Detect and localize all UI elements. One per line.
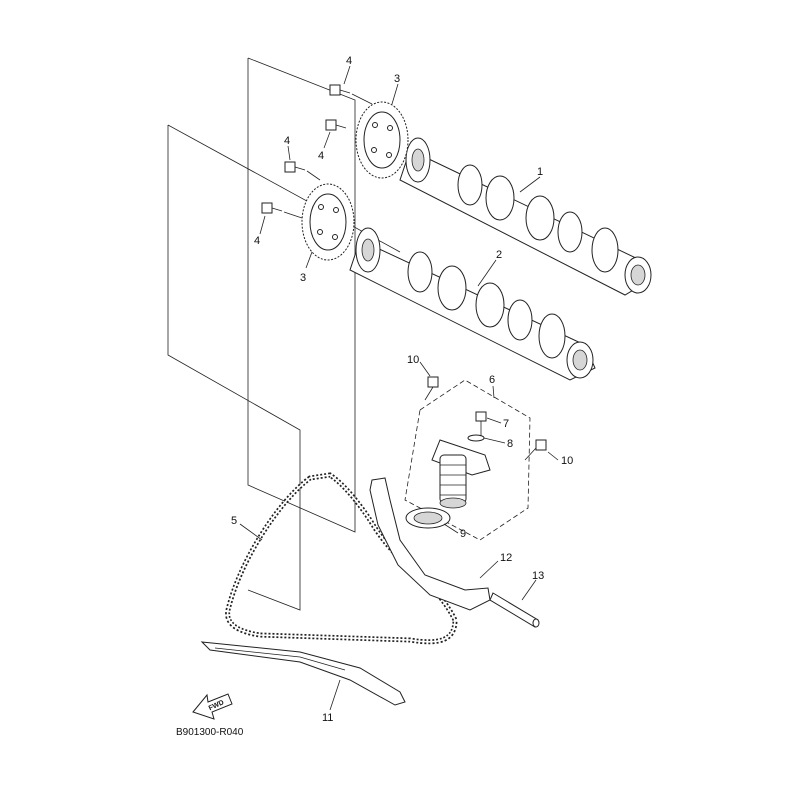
callout-7: 7: [503, 418, 509, 430]
cam-chain-tensioner: [431, 439, 491, 509]
cam-sprocket-upper: [355, 101, 409, 179]
callout-8: 8: [507, 438, 513, 450]
sprocket-bolt-1: [329, 84, 373, 105]
callout-1: 1: [537, 166, 543, 178]
callout-10-upper: 10: [407, 354, 419, 366]
callout-13: 13: [532, 570, 544, 582]
chain-guide-tensioner-side: [369, 477, 491, 611]
tensioner-gasket-9: [405, 507, 451, 529]
callout-5: 5: [231, 515, 237, 527]
reference-plane-upper: [247, 57, 356, 533]
sprocket-bolt-2: [325, 119, 347, 131]
tensioner-bolt-7: [475, 411, 487, 436]
callout-4-third: 4: [284, 135, 290, 147]
callout-3-lower: 3: [300, 272, 306, 284]
callout-12: 12: [500, 552, 512, 564]
tensioner-assembly-box: [404, 379, 531, 541]
leader-lines: [239, 65, 559, 711]
camshaft-intake: [349, 227, 596, 381]
chain-guide-bottom: [200, 641, 406, 706]
cam-sprocket-lower: [301, 183, 355, 261]
guide-pin: [489, 592, 540, 628]
callout-11: 11: [322, 712, 333, 724]
camshaft-exhaust: [399, 137, 652, 296]
tensioner-washer-8: [467, 434, 485, 442]
forward-arrow-icon: FWD: [192, 693, 233, 720]
callout-3-upper: 3: [394, 73, 400, 85]
callout-4-bottom: 4: [254, 235, 260, 247]
callout-9: 9: [460, 528, 466, 540]
reference-plane-lower: [167, 125, 301, 611]
callout-10-right: 10: [561, 455, 573, 467]
callout-6: 6: [489, 374, 495, 386]
callout-4-second: 4: [318, 150, 324, 162]
tensioner-bolt-10a: [424, 376, 439, 401]
tensioner-bolt-10b: [524, 439, 547, 461]
diagram-code: B901300-R040: [176, 727, 244, 738]
timing-chain: [225, 472, 458, 645]
callout-2: 2: [496, 249, 502, 261]
sprocket-bolt-3: [284, 161, 321, 181]
callout-4-top: 4: [346, 55, 352, 67]
sprocket-bolt-4: [261, 202, 303, 219]
